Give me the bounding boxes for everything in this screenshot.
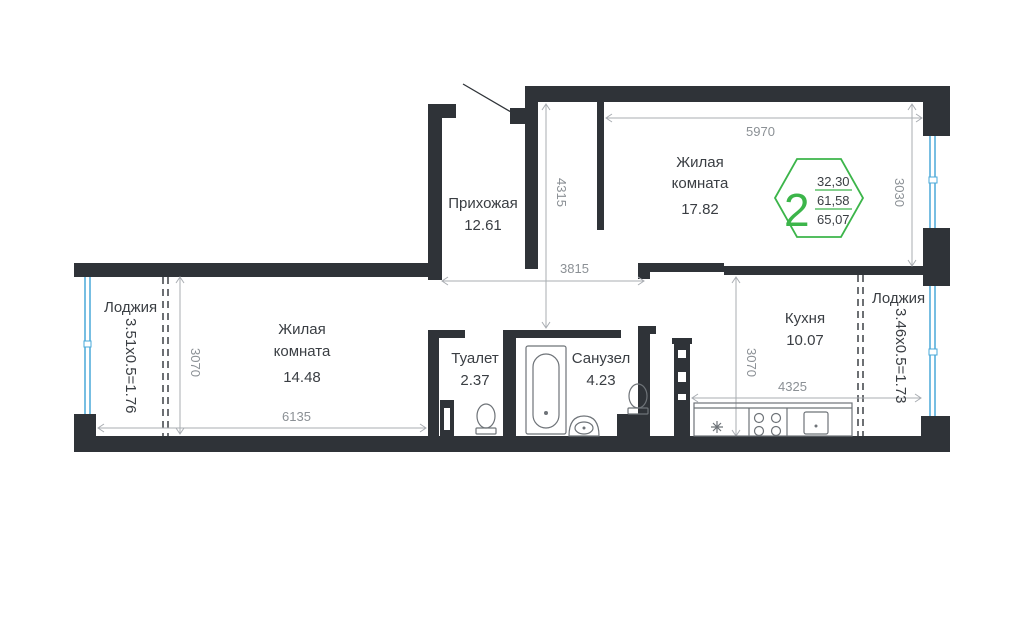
window-bottom-right-mullion — [928, 348, 938, 356]
room-hallway-area: 12.61 — [464, 217, 502, 234]
room-loggia-left-name: Лоджия — [104, 299, 157, 316]
dim-hall-height: 4315 — [554, 178, 569, 207]
dim-top-width: 5970 — [746, 124, 775, 139]
room-hallway-name: Прихожая — [448, 195, 518, 212]
wall-toilet-top — [428, 330, 465, 338]
wall-bath-right — [638, 326, 650, 438]
wall-hall-left — [428, 104, 442, 280]
toilet-wc-icon — [475, 403, 497, 435]
wall-bath-top — [503, 330, 621, 338]
wall-right-middle — [923, 228, 950, 286]
bathtub-icon — [525, 345, 567, 435]
room-bathroom-name: Санузел — [572, 350, 630, 367]
wall-living-partition — [597, 102, 604, 230]
badge-total-with-loggia: 65,07 — [817, 212, 850, 227]
room-living-top-name-2: комната — [672, 175, 729, 192]
fixtures — [440, 345, 853, 437]
badge-hexagon-icon — [773, 158, 865, 238]
dim-mid-width: 3815 — [560, 261, 589, 276]
walls — [74, 86, 950, 452]
dim-top-height: 3030 — [892, 178, 907, 207]
room-living-left-name-1: Жилая — [278, 321, 325, 338]
room-kitchen-name: Кухня — [785, 310, 825, 327]
room-loggia-right-formula: 3.46x0.5=1.73 — [892, 308, 909, 404]
kitchen-sink-icon — [803, 411, 829, 435]
wall-door-jamb — [510, 108, 538, 124]
wall-kitchen-corner — [638, 263, 650, 279]
shaft-void-2 — [678, 372, 686, 382]
kitchen-counter-icon — [693, 402, 853, 437]
room-living-left-name-2: комната — [274, 343, 331, 360]
dim-kitchen-width: 4325 — [778, 379, 807, 394]
window-left-mullion — [83, 340, 92, 348]
room-living-top-name-1: Жилая — [676, 154, 723, 171]
entrance-arrow — [462, 83, 512, 113]
wall-right-upper — [923, 86, 950, 136]
dim-kitchen-height: 3070 — [744, 348, 759, 377]
room-living-top-area: 17.82 — [681, 201, 719, 218]
windows — [83, 136, 938, 416]
wall-hall-left-cap — [428, 104, 456, 118]
room-toilet-name: Туалет — [451, 350, 499, 367]
wall-bath-box — [617, 414, 650, 438]
snowflake-icon — [711, 421, 723, 433]
room-kitchen-area: 10.07 — [786, 332, 824, 349]
wall-hall-right — [525, 124, 538, 269]
apartment-badge: 2 32,30 61,58 65,07 — [773, 158, 865, 238]
room-living-left-area: 14.48 — [283, 369, 321, 386]
wall-top — [525, 86, 950, 102]
wall-bath-right-cap — [638, 326, 656, 334]
room-toilet-area: 2.37 — [460, 372, 489, 389]
wall-kitchen-shaft — [674, 338, 690, 438]
wc-box-void — [444, 408, 450, 430]
washbasin-icon — [568, 415, 600, 437]
toilet-bath-icon — [627, 383, 649, 415]
wall-toilet-left — [428, 330, 439, 438]
wall-kitchen-top-b — [724, 266, 950, 275]
wall-bottom — [74, 436, 950, 452]
window-top-right-mullion — [928, 176, 938, 184]
wall-left-corner-top — [74, 263, 96, 277]
loggia-dividers — [162, 275, 864, 436]
badge-rooms-count: 2 — [784, 184, 810, 236]
shaft-void-3 — [678, 394, 686, 400]
wall-kitchen-top-a — [638, 263, 724, 272]
room-loggia-right-name: Лоджия — [872, 290, 925, 307]
wall-shaft-cap — [672, 338, 692, 344]
room-loggia-left-formula: 3.51x0.5=1.76 — [122, 318, 139, 414]
wall-left-top — [74, 263, 442, 277]
badge-total-area: 61,58 — [817, 193, 850, 208]
room-bathroom-area: 4.23 — [586, 372, 615, 389]
dimension-lines — [97, 103, 923, 437]
stove-icon — [753, 412, 782, 437]
dim-left-height: 3070 — [188, 348, 203, 377]
badge-living-area: 32,30 — [817, 174, 850, 189]
dim-left-width: 6135 — [282, 409, 311, 424]
wall-toilet-bath-divider — [503, 330, 516, 438]
shaft-void-1 — [678, 350, 686, 358]
